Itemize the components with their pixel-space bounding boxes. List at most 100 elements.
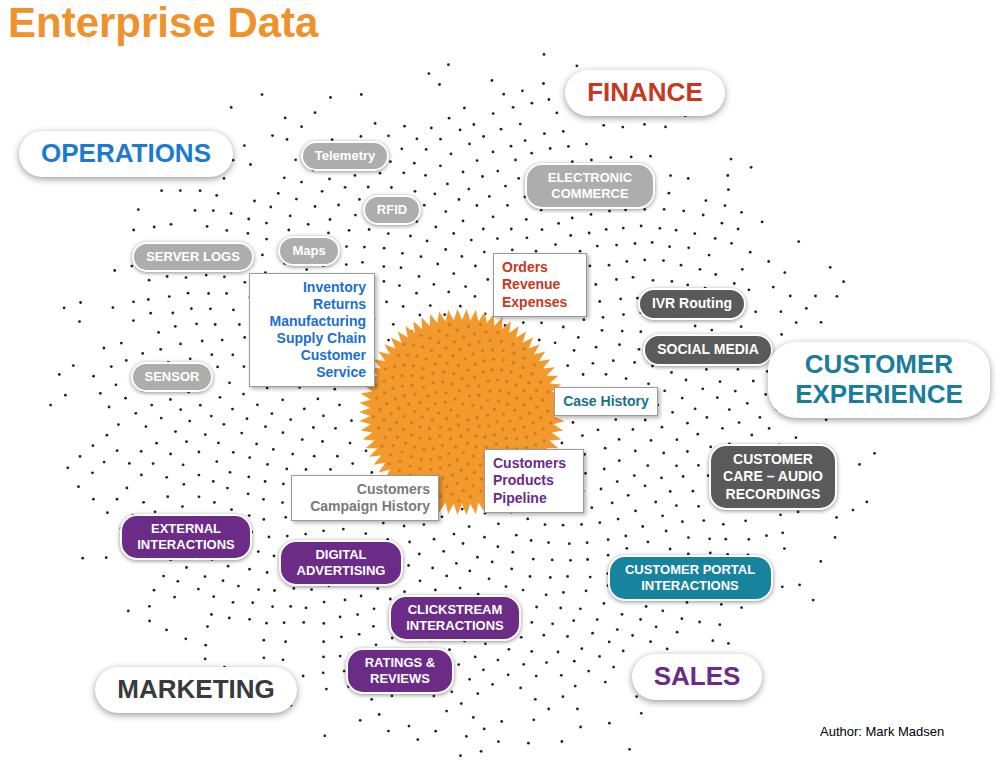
data-dot [231,408,234,411]
data-dot [462,542,465,545]
data-dot [148,605,151,608]
core-dot [438,354,441,357]
data-dot [302,675,305,678]
data-dot [525,218,528,221]
data-dot [356,613,359,616]
core-dot [472,352,475,355]
data-dot [282,483,285,486]
data-dot [428,72,431,75]
data-dot [531,102,534,105]
data-dot [418,275,421,278]
core-dot [488,389,491,392]
data-dot [504,185,507,188]
data-dot [329,468,332,471]
data-dot [576,64,579,67]
core-dot [437,341,440,344]
core-dot [493,433,496,436]
core-dot [491,348,494,351]
data-dot [450,153,453,156]
data-dot [261,93,264,96]
data-dot [230,106,233,109]
core-dot [532,421,535,424]
data-dot [333,388,336,391]
node-text: CLICKSTREAM INTERACTIONS [403,602,507,635]
data-dot [532,558,535,561]
data-dot [334,427,337,430]
data-dot [586,558,589,561]
data-dot [737,368,740,371]
data-dot [185,276,188,279]
core-dot [539,416,542,419]
data-dot [182,463,185,466]
core-dot [492,358,495,361]
data-dot [262,498,265,501]
data-dot [354,174,357,177]
data-dot [502,93,505,96]
data-dot [590,159,593,162]
core-dot [421,376,424,379]
data-dot [210,613,213,616]
core-dot [475,445,478,448]
data-dot [507,673,510,676]
node-text: CUSTOMER CARE – AUDIO RECORDINGS [723,451,823,504]
data-dot [447,63,450,66]
data-dot [187,292,190,295]
data-dot [452,232,455,235]
data-dot [374,122,377,125]
data-dot [223,275,226,278]
data-dot [132,229,135,232]
data-dot [291,453,294,456]
data-dot [605,373,608,376]
data-dot [378,713,381,716]
core-dot [495,443,498,446]
data-dot [201,340,204,343]
data-dot [542,82,545,85]
data-dot [643,123,646,126]
core-dot [458,389,461,392]
core-dot [481,349,484,352]
data-dot [682,210,685,213]
data-dot [117,423,120,426]
data-dot [289,418,292,421]
callout-box: Customers Products Pipeline [484,449,584,512]
data-dot [195,322,198,325]
data-dot [572,421,575,424]
core-dot [485,446,488,449]
data-dot [590,213,593,216]
data-dot [829,266,832,269]
data-dot [243,281,246,284]
core-dot [413,446,416,449]
data-dot [530,621,533,624]
data-dot [738,421,741,424]
core-dot [519,416,522,419]
data-dot [600,488,603,491]
core-dot [451,473,454,476]
data-dot [724,204,727,207]
data-dot [549,147,552,150]
data-dot [730,242,733,245]
data-dot [174,325,177,328]
data-dot [669,174,672,177]
data-dot [430,127,433,130]
node-text: RFID [377,202,407,218]
data-dot [460,702,463,705]
data-dot [750,166,753,169]
core-dot [542,439,545,442]
data-dot [559,607,562,610]
core-dot [446,334,449,337]
data-dot [569,559,572,562]
data-dot [424,174,427,177]
source-pill: RATINGS & REVIEWS [346,648,454,695]
data-dot [602,316,605,319]
data-dot [300,181,303,184]
core-dot [528,412,531,415]
node-text: OPERATIONS [41,139,211,169]
data-dot [392,323,395,326]
source-pill: SENSOR [131,362,214,392]
data-dot [199,404,202,407]
data-dot [103,461,106,464]
data-dot [376,587,379,590]
core-dot [466,442,469,445]
data-dot [473,123,476,126]
data-dot [694,407,697,410]
